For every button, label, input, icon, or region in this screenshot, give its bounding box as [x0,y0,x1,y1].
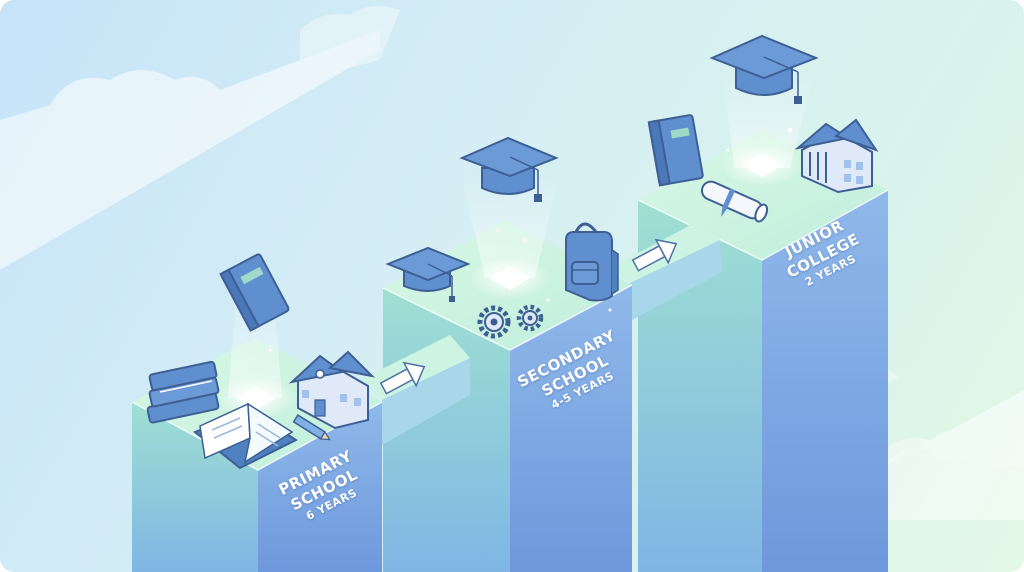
connector-step-2 [610,220,722,320]
graduation-cap-icon [385,246,471,302]
open-book-icon [193,402,299,470]
standing-book-icon [647,114,704,187]
school-building-icon [288,350,376,430]
arrow-icon [631,238,678,272]
sparkles [268,128,792,352]
graduation-cap-icon [459,136,559,202]
college-building-icon [794,118,879,194]
pencil-icon [292,414,331,441]
floating-book-icon [219,253,290,332]
arrow-icon [379,361,426,395]
gears-icon [477,304,544,339]
diploma-scroll-icon [700,180,769,223]
light-beams [214,70,815,420]
backpack-icon [565,222,619,302]
connector-step-1 [360,335,470,445]
book-stack-icon [146,360,220,424]
pillar-junior-college [637,130,889,572]
graduation-cap-icon [709,34,819,104]
